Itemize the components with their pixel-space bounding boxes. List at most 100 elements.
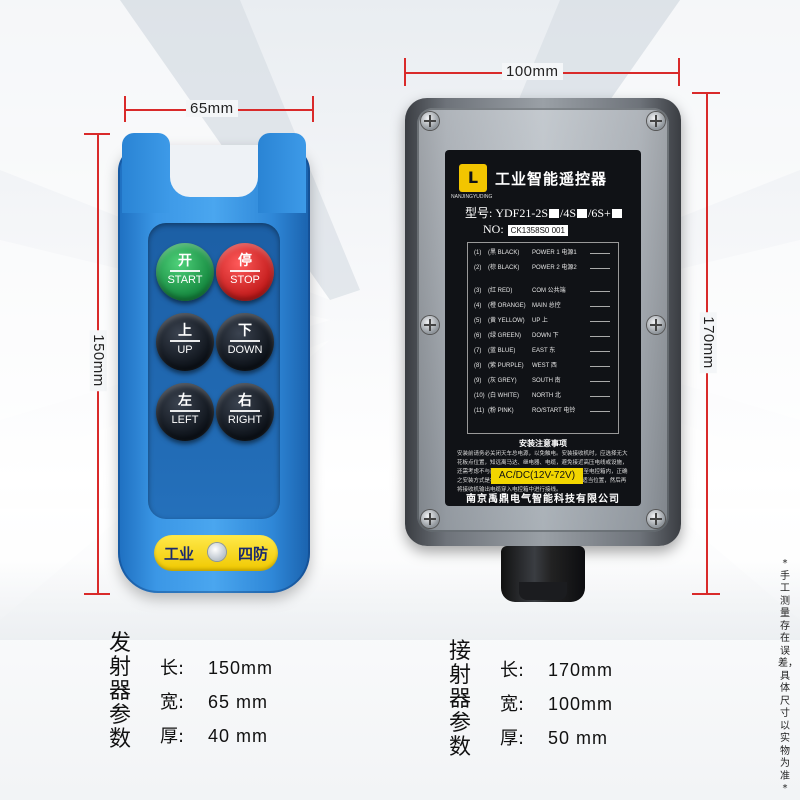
wiring-row: (5)(黄 YELLOW)UP 上 bbox=[474, 315, 582, 327]
wiring-color: (蓝 BLUE) bbox=[488, 348, 516, 354]
spec-value: 170mm bbox=[548, 660, 614, 680]
wiring-terminal-icon bbox=[590, 291, 610, 292]
screw-icon bbox=[421, 112, 439, 130]
model-prefix: 型号: YDF21-2S bbox=[465, 206, 549, 220]
spec-value: 150mm bbox=[208, 658, 274, 678]
wiring-function: NORTH 北 bbox=[532, 393, 561, 399]
voltage-badge: AC/DC(12V-72V) bbox=[491, 468, 583, 484]
serial-label: NO: bbox=[483, 222, 504, 236]
receiver-spec-width: 宽: 100mm bbox=[500, 690, 613, 716]
receiver-device: L NANJINGYUDING 工业智能遥控器 型号: YDF21-2S/4S/… bbox=[405, 98, 681, 602]
wiring-number: (3) bbox=[474, 288, 482, 294]
checkbox-icon bbox=[611, 209, 622, 218]
wiring-terminal-icon bbox=[590, 253, 610, 254]
receiver-height-label: 170mm bbox=[699, 312, 717, 373]
receiver-spec-length: 长: 170mm bbox=[500, 656, 613, 682]
wiring-color: (灰 GREY) bbox=[488, 378, 517, 384]
brand-logo-subtitle: NANJINGYUDING bbox=[451, 194, 493, 200]
wiring-color: (绿 GREEN) bbox=[488, 333, 522, 339]
cable-gland bbox=[501, 546, 585, 602]
wiring-terminal-icon bbox=[590, 336, 610, 337]
button-divider bbox=[230, 340, 260, 342]
stop-button-en: STOP bbox=[230, 273, 260, 286]
spec-key: 宽: bbox=[160, 692, 185, 713]
model-6s: /6S+ bbox=[588, 206, 611, 220]
wiring-color: (粉 PINK) bbox=[488, 408, 514, 414]
company-name: 南京禹鼎电气智能科技有限公司 bbox=[466, 494, 620, 505]
start-button-cn: 开 bbox=[178, 253, 192, 269]
spec-key: 长: bbox=[500, 660, 525, 681]
serial-number: CK1358S0 001 bbox=[507, 225, 568, 236]
spec-key: 宽: bbox=[500, 694, 525, 715]
wiring-color: (黄 YELLOW) bbox=[488, 318, 525, 324]
badge-left-text: 工业 bbox=[164, 545, 195, 563]
wiring-function: POWER 1 电源1 bbox=[532, 250, 577, 256]
wiring-function: POWER 2 电源2 bbox=[532, 265, 577, 271]
notice-title: 安装注意事项 bbox=[519, 439, 567, 448]
spec-value: 40 mm bbox=[208, 726, 269, 746]
wiring-number: (1) bbox=[474, 250, 482, 256]
spec-key: 厚: bbox=[160, 726, 185, 747]
transmitter-button-panel: 开 START 停 STOP 上 UP 下 DOWN 左 LEFT 右 RIGH… bbox=[148, 223, 280, 519]
status-led-icon bbox=[208, 543, 226, 561]
screw-icon bbox=[647, 316, 665, 334]
wiring-color: (白 WHITE) bbox=[488, 393, 519, 399]
screw-icon bbox=[647, 510, 665, 528]
model-line: 型号: YDF21-2S/4S/6S+ bbox=[465, 204, 623, 221]
start-button-en: START bbox=[167, 273, 203, 286]
model-4s: /4S bbox=[560, 206, 577, 220]
wiring-number: (10) bbox=[474, 393, 485, 399]
wiring-color: (棕 BLACK) bbox=[488, 265, 520, 271]
button-divider bbox=[170, 340, 200, 342]
wiring-row: (3)(红 RED)COM 公共端 bbox=[474, 285, 582, 297]
wiring-terminal-icon bbox=[590, 351, 610, 352]
screw-icon bbox=[647, 112, 665, 130]
transmitter-device: 开 START 停 STOP 上 UP 下 DOWN 左 LEFT 右 RIGH… bbox=[118, 133, 310, 593]
stop-button[interactable]: 停 STOP bbox=[216, 243, 274, 301]
wiring-terminal-icon bbox=[590, 411, 610, 412]
button-divider bbox=[170, 410, 200, 412]
left-button[interactable]: 左 LEFT bbox=[156, 383, 214, 441]
wiring-function: COM 公共端 bbox=[532, 288, 566, 294]
spec-value: 100mm bbox=[548, 694, 614, 714]
transmitter-spec-thickness: 厚: 40 mm bbox=[160, 722, 268, 748]
button-divider bbox=[230, 270, 260, 272]
transmitter-height-label: 150mm bbox=[89, 330, 107, 391]
wiring-color: (黑 BLACK) bbox=[488, 250, 520, 256]
up-button-cn: 上 bbox=[178, 323, 192, 339]
right-button-en: RIGHT bbox=[227, 413, 263, 426]
receiver-width-label: 100mm bbox=[502, 63, 563, 80]
wiring-number: (6) bbox=[474, 333, 482, 339]
spec-key: 长: bbox=[160, 658, 185, 679]
wiring-terminal-icon bbox=[590, 306, 610, 307]
transmitter-spec-length: 长: 150mm bbox=[160, 654, 273, 680]
down-button[interactable]: 下 DOWN bbox=[216, 313, 274, 371]
wiring-number: (9) bbox=[474, 378, 482, 384]
stop-button-cn: 停 bbox=[238, 253, 252, 269]
up-button[interactable]: 上 UP bbox=[156, 313, 214, 371]
right-button-cn: 右 bbox=[238, 393, 252, 409]
right-button[interactable]: 右 RIGHT bbox=[216, 383, 274, 441]
up-button-en: UP bbox=[177, 343, 193, 356]
wiring-function: DOWN 下 bbox=[532, 333, 559, 339]
receiver-spec-thickness: 厚:50 mm bbox=[500, 724, 608, 750]
receiver-label-plate: L NANJINGYUDING 工业智能遥控器 型号: YDF21-2S/4S/… bbox=[445, 150, 641, 506]
transmitter-spec-heading: 发射器参数 bbox=[108, 631, 131, 752]
transmitter-width-label: 65mm bbox=[186, 100, 238, 117]
start-button[interactable]: 开 START bbox=[156, 243, 214, 301]
wiring-terminal-icon bbox=[590, 366, 610, 367]
wiring-color: (紫 PURPLE) bbox=[488, 363, 524, 369]
left-button-cn: 左 bbox=[178, 393, 192, 409]
serial-line: NO:CK1358S0 001 bbox=[483, 222, 568, 237]
wiring-number: (7) bbox=[474, 348, 482, 354]
wiring-function: UP 上 bbox=[532, 318, 548, 324]
wiring-row: (8)(紫 PURPLE)WEST 西 bbox=[474, 360, 582, 372]
spec-value: 65 mm bbox=[208, 692, 269, 712]
wiring-terminal-icon bbox=[590, 268, 610, 269]
screw-icon bbox=[421, 510, 439, 528]
transmitter-top-notch bbox=[170, 145, 258, 197]
wiring-function: RO/START 电铃 bbox=[532, 408, 576, 414]
measurement-disclaimer: *手工测量存在误差，具体尺寸以实物为准* bbox=[778, 558, 798, 794]
wiring-row: (4)(橙 ORANGE)MAIN 总控 bbox=[474, 300, 582, 312]
wiring-function: EAST 东 bbox=[532, 348, 556, 354]
